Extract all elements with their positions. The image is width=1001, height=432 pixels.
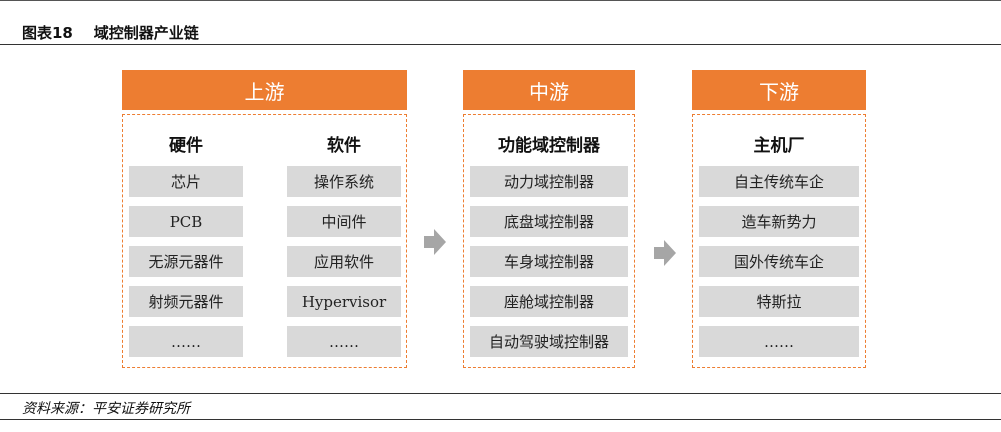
downstream-item: 自主传统车企 [699,166,859,197]
upstream-body: 硬件 软件 芯片 PCB 无源元器件 射频元器件 …… 操作系统 中间件 应用软… [122,114,407,368]
source-bottom-rule [0,419,1001,420]
downstream-body: 主机厂 自主传统车企 造车新势力 国外传统车企 特斯拉 …… [692,114,866,368]
software-item: 应用软件 [287,246,401,277]
midstream-item: 车身域控制器 [470,246,628,277]
downstream-header: 下游 [692,70,866,110]
hardware-item: 射频元器件 [129,286,243,317]
top-rule [0,0,1001,1]
arrow-right-icon [654,240,676,266]
software-item: …… [287,326,401,357]
downstream-item: 造车新势力 [699,206,859,237]
software-item: 中间件 [287,206,401,237]
source-top-rule [0,393,1001,394]
midstream-item: 动力域控制器 [470,166,628,197]
source-note: 资料来源：平安证券研究所 [22,401,190,417]
midstream-item: 座舱域控制器 [470,286,628,317]
downstream-title: 主机厂 [753,136,805,156]
downstream-item: …… [699,326,859,357]
midstream-body: 功能域控制器 动力域控制器 底盘域控制器 车身域控制器 座舱域控制器 自动驾驶域… [463,114,635,368]
midstream-item: 底盘域控制器 [470,206,628,237]
hardware-title: 硬件 [169,136,203,156]
hardware-item: 无源元器件 [129,246,243,277]
arrow-right-icon [424,229,446,255]
midstream-title: 功能域控制器 [498,136,600,156]
midstream-item: 自动驾驶域控制器 [470,326,628,357]
hardware-item: …… [129,326,243,357]
software-title: 软件 [327,136,361,156]
hardware-item: 芯片 [129,166,243,197]
midstream-header: 中游 [463,70,635,110]
figure-title: 图表18 域控制器产业链 [22,24,199,42]
downstream-item: 特斯拉 [699,286,859,317]
downstream-item: 国外传统车企 [699,246,859,277]
software-item: Hypervisor [287,286,401,317]
software-item: 操作系统 [287,166,401,197]
hardware-item: PCB [129,206,243,237]
upstream-header: 上游 [122,70,407,110]
title-rule [0,44,1001,45]
